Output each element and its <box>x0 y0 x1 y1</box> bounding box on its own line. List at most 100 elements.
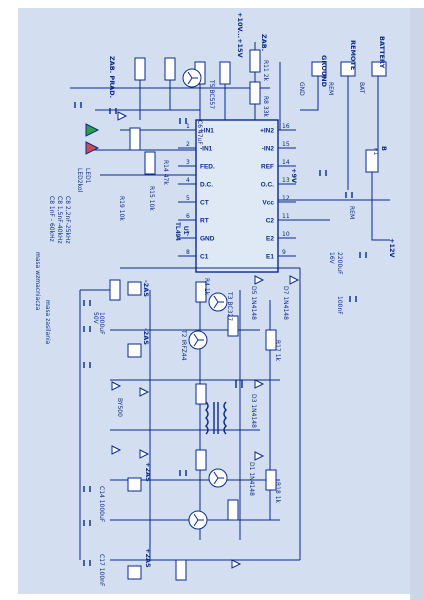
top-components <box>74 49 261 175</box>
svg-text:1000uF: 1000uF <box>98 312 105 335</box>
svg-text:R17 1k: R17 1k <box>274 340 281 362</box>
svg-text:R8 33k: R8 33k <box>262 96 269 118</box>
ic-pin-name: -IN1 <box>200 146 213 153</box>
svg-text:R19 10k: R19 10k <box>118 196 125 221</box>
ic-pin-number: 8 <box>186 249 190 256</box>
svg-text:C17 100nF: C17 100nF <box>98 554 105 587</box>
svg-text:2200uF: 2200uF <box>336 252 343 275</box>
label-plus12v: +12V <box>388 238 396 258</box>
svg-text:BATTERY: BATTERY <box>378 36 386 69</box>
led-indicator: LED1 LED2kol <box>76 123 100 193</box>
ic-pin-name: E2 <box>266 236 274 243</box>
power-stage-components <box>109 275 300 581</box>
ic-pin-name: D.C. <box>200 182 213 189</box>
ic-u1-tl494: U1 TL494 +IN11-IN12FED.3D.C.4CT5RT6GND7C… <box>174 119 296 273</box>
svg-text:D3 1N4148: D3 1N4148 <box>250 394 257 428</box>
svg-text:R18 1k: R18 1k <box>274 482 281 504</box>
ic-pin-number: 2 <box>186 141 190 148</box>
ic-pin-name: O.C. <box>261 182 275 189</box>
ic-pin-number: 14 <box>282 159 290 166</box>
connector-ground: GROUND GND <box>298 55 328 96</box>
svg-text:BY500: BY500 <box>116 398 123 417</box>
svg-text:T5 BC557: T5 BC557 <box>208 79 215 109</box>
svg-text:+2AS: +2AS <box>144 548 152 568</box>
svg-text:LED1: LED1 <box>84 168 91 184</box>
ic-pin-number: 4 <box>186 177 190 184</box>
ic-pin-name: CT <box>200 200 209 207</box>
label-masa-wzmacniacza: masa wzmacniacza <box>34 252 41 311</box>
ic-pin-number: 16 <box>282 123 290 130</box>
label-plus9v: +9V <box>290 168 298 183</box>
ic-pin-name: -IN2 <box>262 146 275 153</box>
label-zab-prad: ZAB. PRAD. <box>108 56 116 98</box>
left-capacitor-bank: 1000uF 50V C14 1000uF C17 100nF -2AS -2A… <box>83 280 152 587</box>
svg-text:R11 2k: R11 2k <box>262 60 269 82</box>
ic-pin-number: 11 <box>282 213 290 220</box>
ic-pin-name: E1 <box>266 254 274 261</box>
transformer <box>205 401 227 435</box>
terminal-plus-2as-bottom <box>127 565 142 580</box>
ic-pin-number: 12 <box>282 195 290 202</box>
ic-pin-number: 10 <box>282 231 290 238</box>
ic-pin-name: Vcc <box>262 200 274 207</box>
label-masa-zasilania: masa zasilania <box>44 300 51 345</box>
svg-text:D7 1N4148: D7 1N4148 <box>282 286 289 320</box>
ic-pin-number: 6 <box>186 213 190 220</box>
ic-pin-number: 1 <box>186 123 190 130</box>
svg-text:100nF: 100nF <box>336 296 343 315</box>
terminal-minus-2as-top <box>127 281 142 296</box>
ic-pin-name: GND <box>200 236 215 243</box>
label-zab-top: ZAB. <box>260 34 268 51</box>
ic-pin-name: +IN2 <box>260 128 274 135</box>
svg-text:R4 1k: R4 1k <box>203 278 210 296</box>
svg-text:C8 2,2nF-25kHz: C8 2,2nF-25kHz <box>64 196 71 244</box>
fuse <box>365 149 379 173</box>
svg-text:F1: F1 <box>372 148 379 155</box>
svg-text:16V: 16V <box>328 252 335 265</box>
right-supply-section: F1 +12V REM B +9V 2200uF 16V 100nF <box>278 146 396 315</box>
svg-text:C8 1,5nF-40kHz: C8 1,5nF-40kHz <box>56 196 63 244</box>
svg-text:-2AS: -2AS <box>142 280 150 297</box>
ic-pin-name: RT <box>200 218 209 225</box>
svg-text:T2 IRFZ44: T2 IRFZ44 <box>180 329 187 361</box>
ic-pin-name: FED. <box>200 164 215 171</box>
svg-text:GND: GND <box>298 82 305 96</box>
svg-text:C8 1nF - 60kHz: C8 1nF - 60kHz <box>48 196 55 242</box>
svg-text:T3 BC327: T3 BC327 <box>226 291 233 321</box>
component-labels: R4 1k T3 BC327 T2 IRFZ44 D5 1N4148 D7 1N… <box>116 60 289 504</box>
svg-text:R15 10k: R15 10k <box>148 186 155 211</box>
connector-battery: BATTERY BAT <box>358 36 387 94</box>
svg-text:D5 1N4148: D5 1N4148 <box>250 286 257 320</box>
ic-pin-name: C2 <box>266 218 275 225</box>
ic-pin-number: 9 <box>282 249 286 256</box>
ic-pin-number: 15 <box>282 141 290 148</box>
label-supply-range: +10V...+15V <box>236 12 244 58</box>
svg-text:50V: 50V <box>92 312 99 325</box>
capacitor-notes: C8 2,2nF-25kHz C8 1,5nF-40kHz C8 1nF - 6… <box>48 196 71 244</box>
label-minus2as: -2AS <box>142 328 150 345</box>
ic-pin-name: +IN1 <box>200 128 214 135</box>
ic-pin-number: 7 <box>186 231 190 238</box>
svg-text:GROUND: GROUND <box>320 55 328 88</box>
svg-text:C14 1000uF: C14 1000uF <box>98 486 105 523</box>
ic-part: TL494 <box>174 222 181 241</box>
ic-pin-name: C1 <box>200 254 209 261</box>
label-b: B <box>380 146 388 151</box>
label-rem: REM <box>348 206 355 219</box>
svg-text:D1 1N4148: D1 1N4148 <box>248 462 255 496</box>
svg-text:R14 47k: R14 47k <box>162 160 169 185</box>
ic-ref: U1 <box>182 226 189 235</box>
svg-text:REMOTE: REMOTE <box>349 40 357 70</box>
terminal-minus-2as <box>127 343 142 358</box>
ic-pin-number: 3 <box>186 159 190 166</box>
ic-pin-number: 13 <box>282 177 290 184</box>
paper-shadow <box>410 8 424 600</box>
terminal-plus-2as <box>127 477 142 492</box>
ic-pin-name: REF <box>261 164 274 171</box>
label-plus2as: +2AS <box>144 462 152 482</box>
svg-text:BAT: BAT <box>358 82 365 94</box>
ic-body <box>195 119 279 273</box>
